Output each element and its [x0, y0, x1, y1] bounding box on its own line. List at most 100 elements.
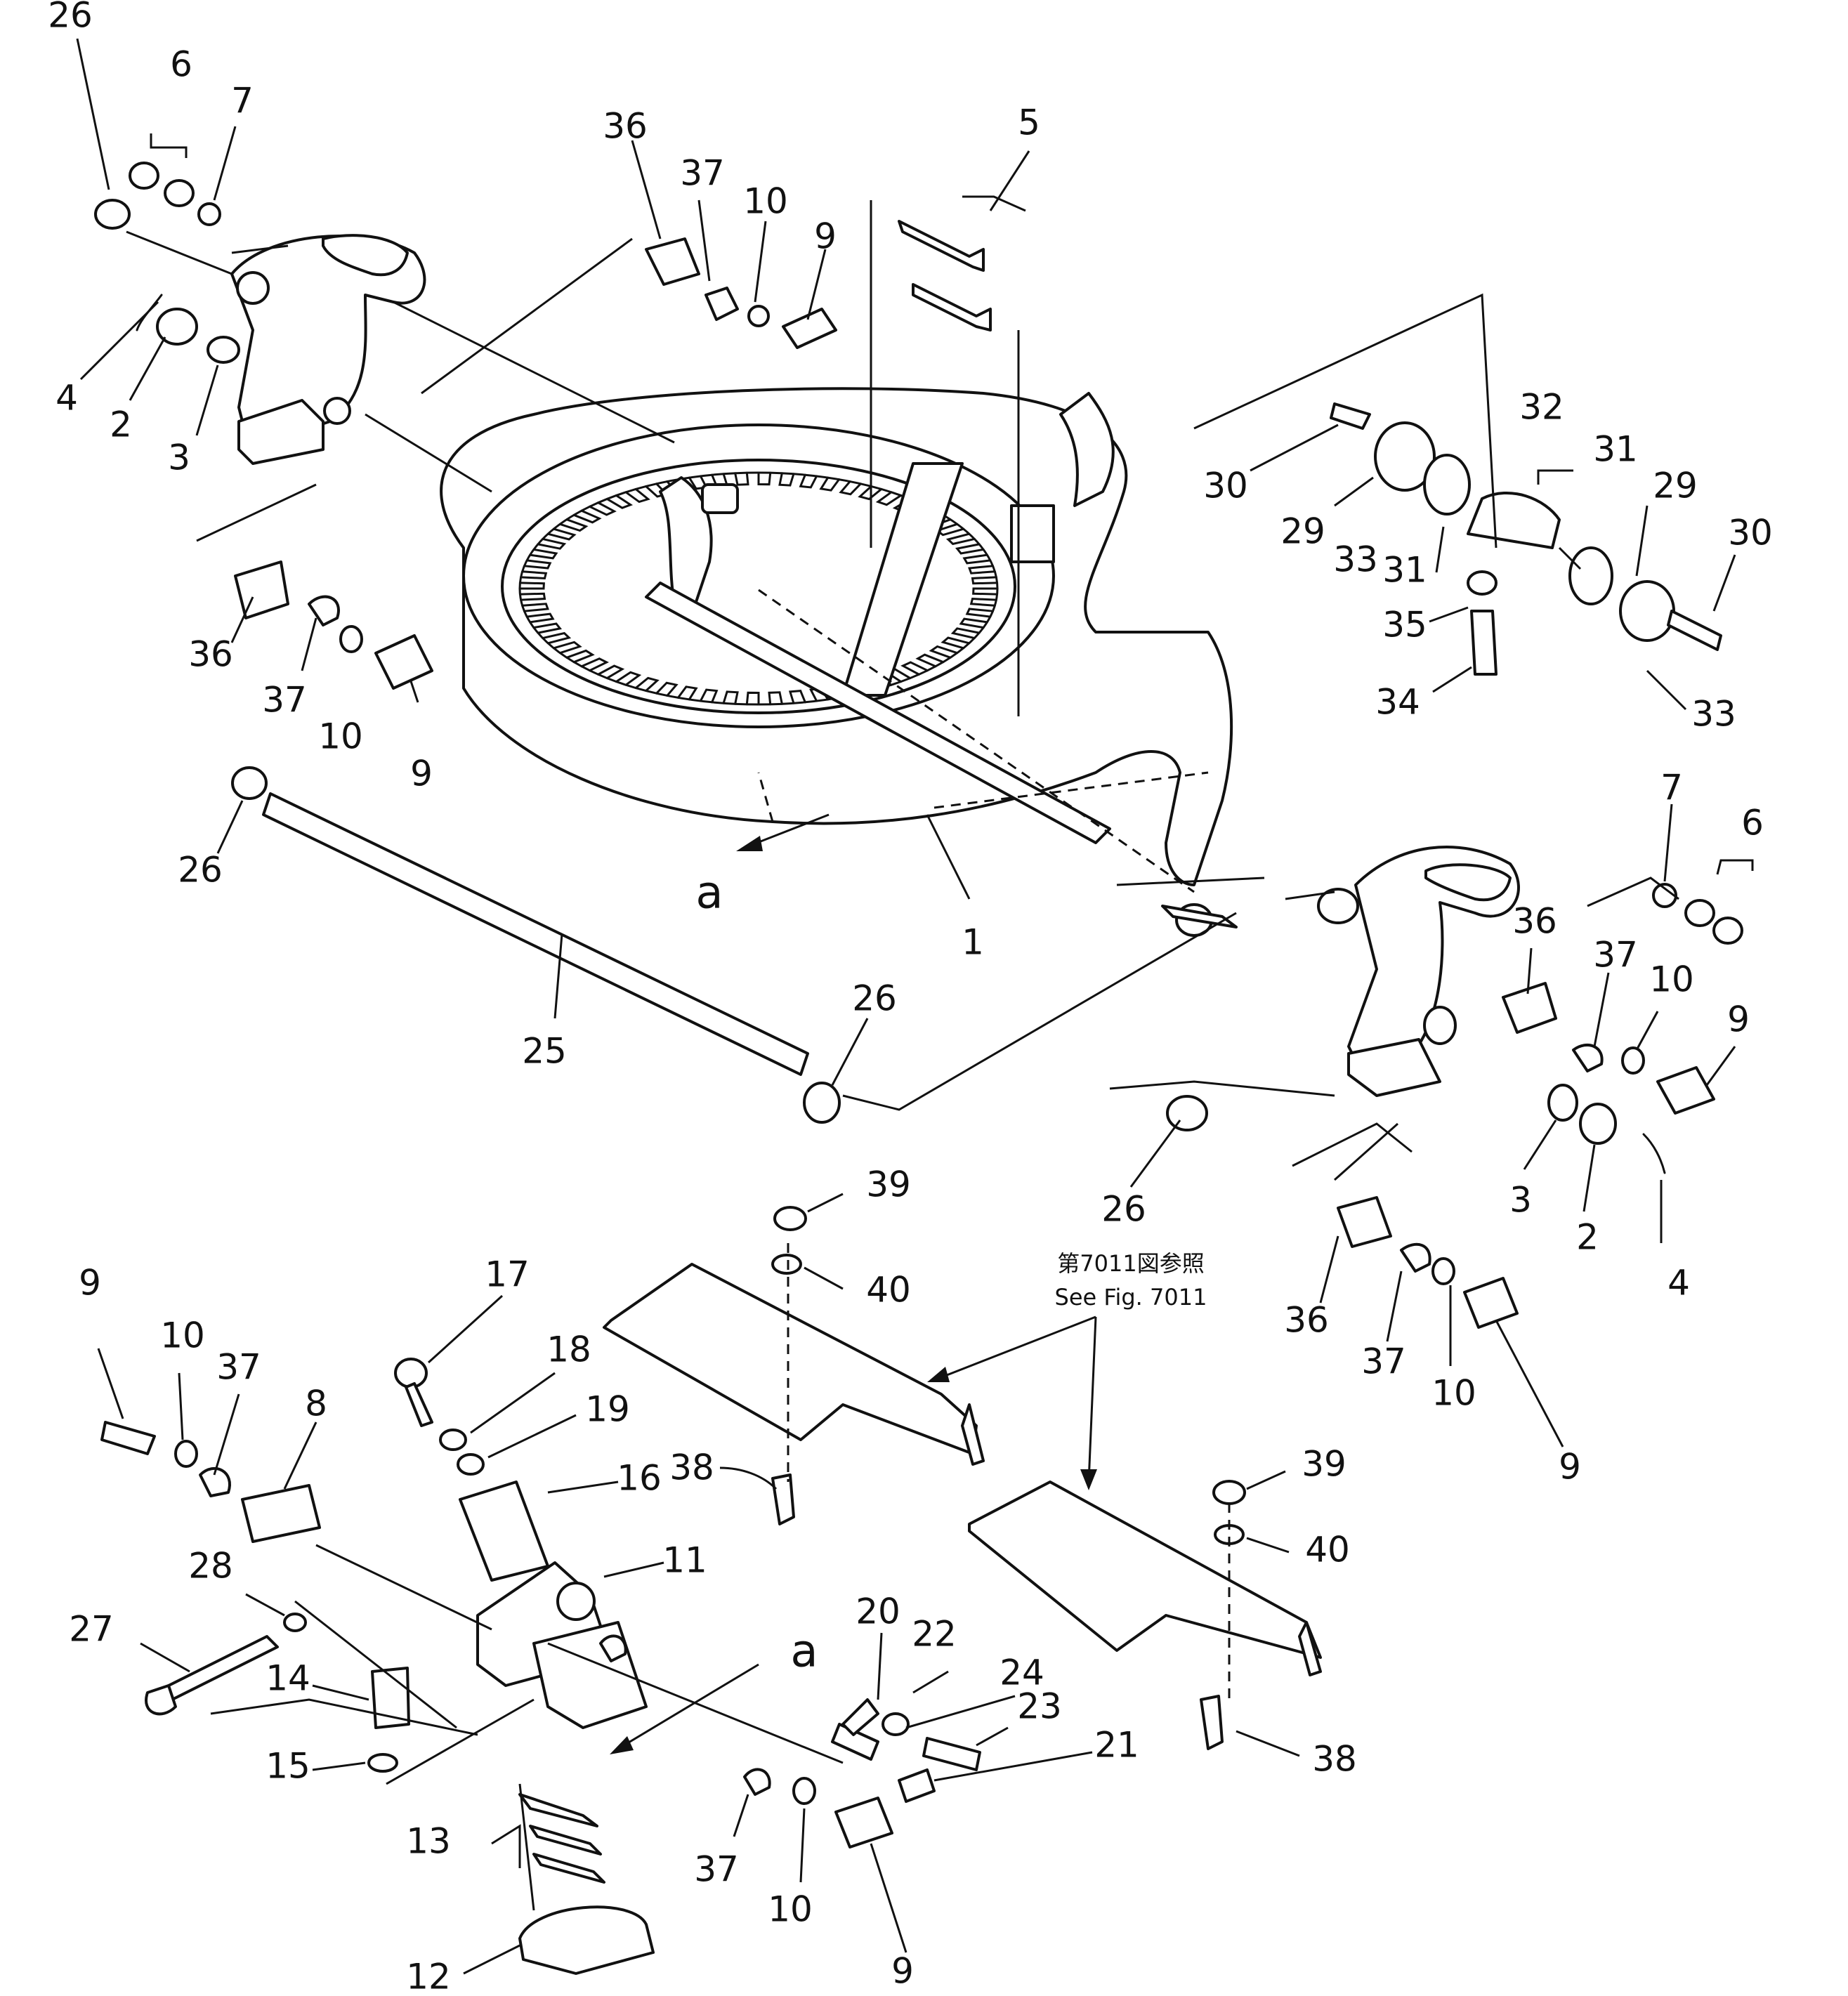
- callout-8: 8: [305, 1384, 327, 1424]
- upper-left-bracket: [94, 162, 992, 465]
- callout-26: 26: [852, 978, 897, 1019]
- gear-tooth: [745, 691, 760, 706]
- callout-32: 32: [1519, 387, 1564, 428]
- callout-40: 40: [866, 1270, 911, 1311]
- callout-26: 26: [1101, 1189, 1146, 1230]
- gear-tooth: [955, 543, 985, 555]
- ring-gear-teeth: [518, 471, 999, 706]
- callout-9: 9: [410, 754, 433, 794]
- callout-18: 18: [546, 1329, 591, 1370]
- gear-tooth: [778, 472, 795, 487]
- gear-tooth: [875, 491, 903, 506]
- callout-30: 30: [1203, 466, 1248, 506]
- gear-tooth: [518, 582, 545, 590]
- gear-tooth: [589, 501, 617, 516]
- gear-tooth: [959, 617, 988, 629]
- callout-37: 37: [1361, 1341, 1406, 1382]
- callout-5: 5: [1018, 103, 1040, 143]
- callout-10: 10: [768, 1889, 813, 1930]
- callout-labels: 26 6 7 4 2 3 36 37 10 9 5 36 37 10 9 26 …: [48, 0, 1773, 1996]
- callout-31: 31: [1593, 429, 1638, 470]
- callout-33: 33: [1691, 694, 1736, 735]
- gear-tooth: [580, 657, 609, 672]
- gear-tooth: [529, 548, 558, 560]
- callout-15: 15: [266, 1746, 310, 1787]
- callout-4: 4: [55, 378, 78, 419]
- callout-31: 31: [1382, 550, 1427, 591]
- view-markers: a a: [695, 867, 818, 1678]
- callout-34: 34: [1375, 682, 1420, 723]
- gear-tooth: [819, 476, 841, 492]
- gear-tooth: [950, 627, 981, 640]
- gear-tooth: [699, 688, 719, 704]
- view-marker-a-lower: a: [790, 1626, 818, 1678]
- gear-tooth: [965, 608, 994, 618]
- gear-tooth: [929, 645, 959, 659]
- callout-40: 40: [1305, 1530, 1350, 1570]
- callout-7: 7: [1660, 768, 1683, 808]
- gear-tooth: [525, 612, 555, 624]
- callout-9: 9: [891, 1951, 914, 1992]
- gear-tooth: [597, 664, 625, 680]
- gear-tooth: [945, 532, 976, 546]
- gear-tooth: [523, 559, 552, 570]
- callout-35: 35: [1382, 605, 1427, 645]
- callout-9: 9: [1559, 1447, 1581, 1488]
- callout-39: 39: [866, 1164, 911, 1205]
- leader-lines: [126, 200, 1679, 1911]
- callout-pointers: [76, 38, 1754, 1975]
- reference-note-english: See Fig. 7011: [1055, 1284, 1207, 1311]
- gear-tooth: [722, 690, 739, 705]
- gear-tooth: [518, 592, 546, 601]
- reference-note-japanese: 第7011図参照: [1057, 1250, 1204, 1277]
- gear-tooth: [900, 661, 929, 676]
- callout-9: 9: [79, 1263, 101, 1304]
- callout-37: 37: [216, 1347, 261, 1388]
- callout-10: 10: [743, 181, 788, 222]
- callout-23: 23: [1017, 1686, 1062, 1727]
- callout-36: 36: [188, 634, 233, 675]
- gear-tooth: [734, 471, 749, 486]
- callout-6: 6: [170, 44, 192, 85]
- callout-2: 2: [110, 405, 132, 445]
- callout-11: 11: [662, 1540, 707, 1581]
- gear-tooth: [968, 565, 996, 574]
- callout-9: 9: [814, 216, 837, 257]
- gear-tooth: [565, 649, 595, 664]
- callout-22: 22: [912, 1614, 957, 1655]
- callout-14: 14: [266, 1658, 310, 1699]
- callout-36: 36: [1512, 901, 1557, 942]
- arrows: [610, 813, 1097, 1754]
- callout-10: 10: [1431, 1373, 1476, 1414]
- gear-tooth: [615, 671, 642, 686]
- callout-37: 37: [262, 680, 307, 721]
- callout-10: 10: [318, 716, 363, 757]
- gear-tooth: [768, 691, 783, 706]
- gear-tooth: [634, 676, 660, 692]
- callout-4: 4: [1667, 1263, 1690, 1304]
- right-bearing-group: [1330, 402, 1722, 676]
- gear-tooth: [572, 509, 602, 524]
- callout-36: 36: [603, 106, 648, 147]
- callout-24: 24: [1000, 1653, 1044, 1693]
- callout-3: 3: [1509, 1180, 1532, 1221]
- callout-25: 25: [522, 1031, 567, 1072]
- reference-note: 第7011図参照 See Fig. 7011: [1055, 1250, 1207, 1311]
- callout-33: 33: [1333, 539, 1378, 580]
- right-bracket: [1161, 846, 1743, 1329]
- callout-28: 28: [188, 1546, 233, 1587]
- gear-tooth: [537, 537, 567, 550]
- gear-tooth: [915, 653, 945, 668]
- callout-26: 26: [48, 0, 93, 36]
- callout-37: 37: [680, 153, 725, 194]
- gear-tooth: [688, 475, 708, 490]
- gear-tooth: [546, 527, 577, 541]
- callout-36: 36: [1284, 1300, 1329, 1341]
- gear-tooth: [972, 587, 999, 596]
- callout-29: 29: [1653, 466, 1698, 506]
- callout-26: 26: [178, 850, 223, 891]
- callout-16: 16: [617, 1458, 662, 1499]
- callout-20: 20: [856, 1591, 900, 1632]
- gear-tooth: [799, 473, 818, 489]
